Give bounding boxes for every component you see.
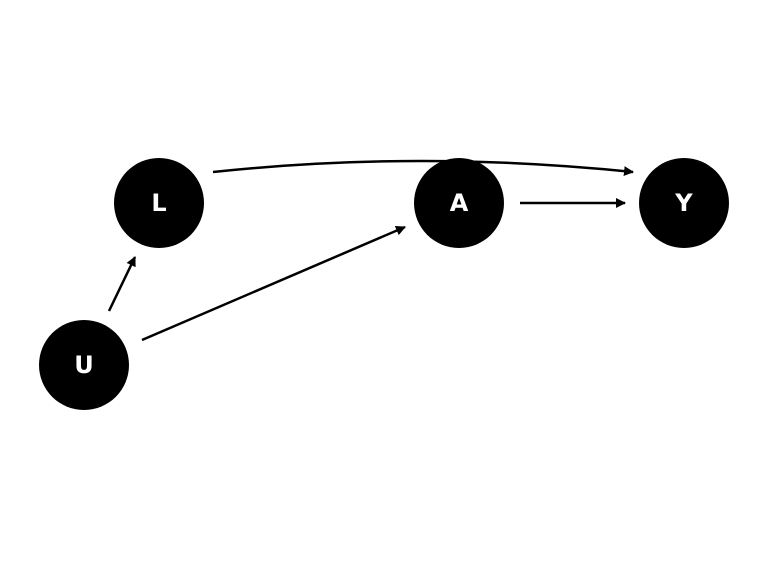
edge-u-to-a <box>141 225 406 342</box>
node-u: U <box>39 320 129 410</box>
node-a-label: A <box>450 189 469 217</box>
node-l-label: L <box>151 189 166 217</box>
node-u-label: U <box>74 351 94 379</box>
node-a: A <box>414 158 504 248</box>
node-l: L <box>114 158 204 248</box>
edge-l-to-y <box>212 159 634 177</box>
edge-u-to-l <box>107 256 137 312</box>
node-y-label: Y <box>674 189 693 217</box>
node-y: Y <box>639 158 729 248</box>
